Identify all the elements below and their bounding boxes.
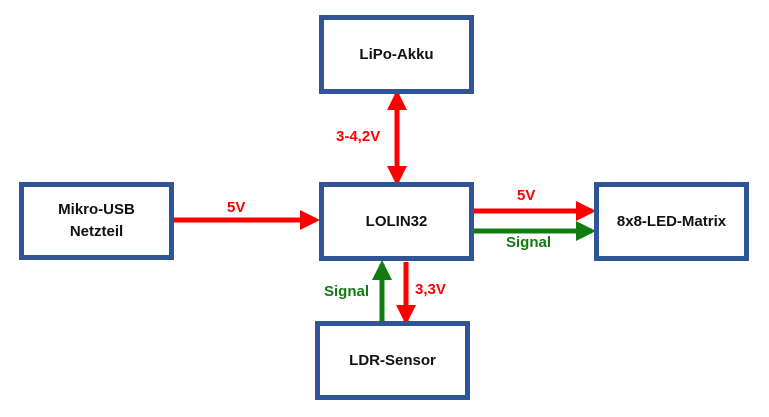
lipo-akku-label: LiPo-Akku [359,45,434,63]
battery-voltage-label: 3-4,2V [336,128,381,145]
led-matrix-box: 8x8-LED-Matrix [594,182,749,261]
lolin32-label: LOLIN32 [365,212,428,230]
ldr-signal-label: Signal [324,283,370,300]
usb-power-supply-box: Mikro-USB Netzteil [19,182,174,260]
usb-voltage-label: 5V [227,199,246,216]
ldr-sensor-label: LDR-Sensor [349,351,436,369]
lolin32-box: LOLIN32 [319,182,474,261]
matrix-signal-label: Signal [506,234,552,251]
ldr-sensor-box: LDR-Sensor [315,321,470,400]
usb-label-line2: Netzteil [69,223,124,240]
led-matrix-label: 8x8-LED-Matrix [616,212,727,230]
usb-label-line1: Mikro-USB [58,201,135,218]
ldr-voltage-label: 3,3V [415,281,446,298]
lipo-akku-box: LiPo-Akku [319,15,474,94]
matrix-voltage-label: 5V [517,187,536,204]
